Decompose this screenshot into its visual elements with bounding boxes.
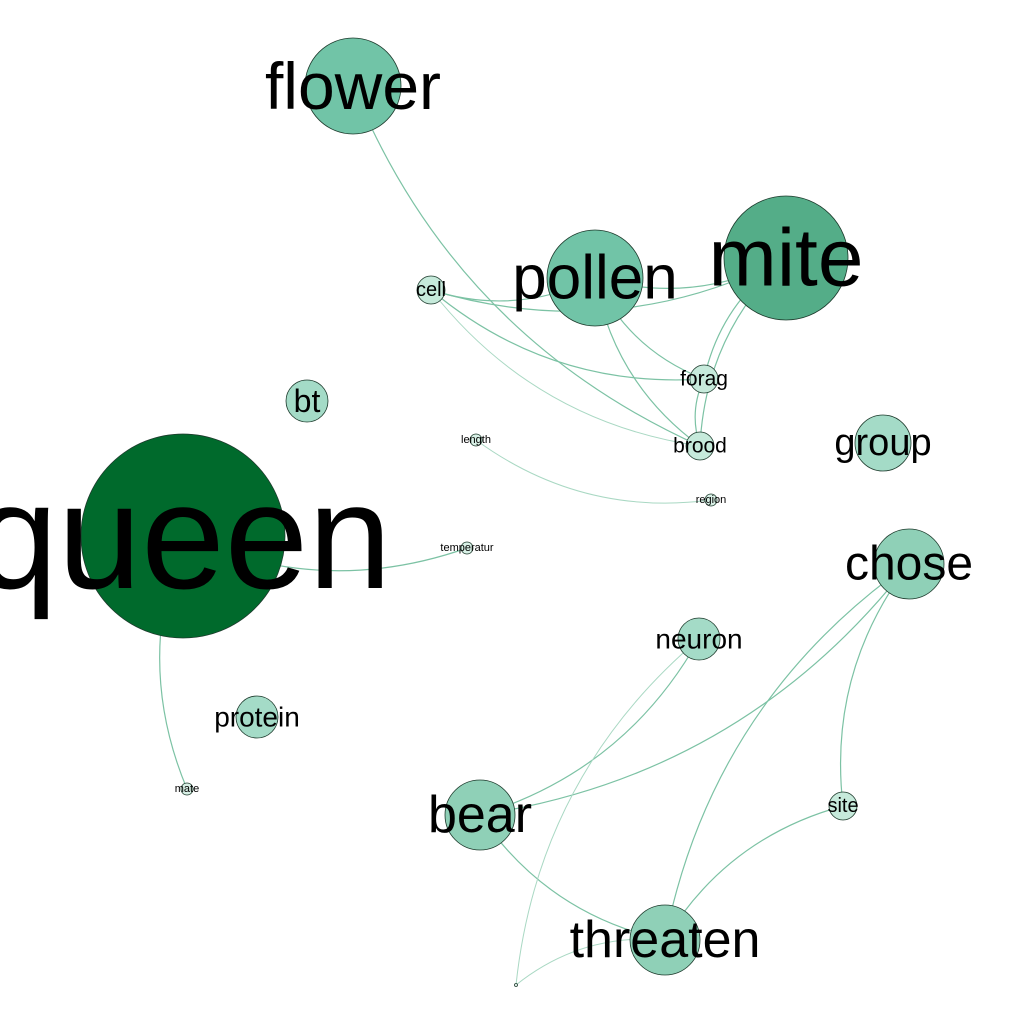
node-label-brood: brood (673, 435, 727, 458)
node-threaten[interactable] (629, 904, 701, 976)
edge-cell-brood (430, 289, 701, 447)
node-label-pollen: pollen (512, 244, 677, 313)
edge-chose-threaten (664, 563, 910, 941)
edge-bear-chose (479, 563, 910, 816)
node-label-cell: cell (416, 279, 446, 301)
node-label-site: site (827, 795, 858, 817)
labels-layer: queen mite flower pollen chose threaten bear gr… (0, 49, 973, 969)
node-forag[interactable] (689, 364, 719, 394)
node-bt[interactable] (285, 379, 329, 423)
node-label-threaten: threaten (570, 911, 761, 969)
node-protein[interactable] (235, 695, 279, 739)
node-flower[interactable] (304, 37, 402, 135)
edge-cell-forag (430, 289, 705, 381)
node-label-group: group (834, 422, 931, 464)
node-label-forag: forag (680, 368, 728, 391)
node-tiny[interactable] (514, 983, 518, 987)
edge-chose-site (839, 563, 910, 807)
node-pollen[interactable] (546, 229, 644, 327)
node-label-queen: queen (0, 452, 392, 620)
node-group[interactable] (854, 414, 912, 472)
node-label-chose: chose (845, 538, 973, 591)
node-label-length: length (461, 434, 491, 446)
node-label-bt: bt (294, 383, 321, 419)
node-label-bear: bear (428, 786, 532, 844)
node-chose[interactable] (873, 528, 945, 600)
node-label-neuron: neuron (655, 624, 742, 655)
edge-neuron-tiny (515, 638, 700, 986)
node-neuron[interactable] (677, 617, 721, 661)
node-label-protein: protein (214, 702, 300, 733)
node-temperatur[interactable] (460, 541, 474, 555)
node-mite[interactable] (723, 195, 849, 321)
node-label-mite: mite (709, 213, 864, 304)
node-region[interactable] (704, 493, 718, 507)
node-label-flower: flower (265, 49, 441, 123)
node-label-temperatur: temperatur (440, 542, 494, 554)
edge-bear-neuron (479, 638, 700, 816)
node-bear[interactable] (444, 779, 516, 851)
node-label-region: region (696, 494, 727, 506)
node-site[interactable] (828, 791, 858, 821)
node-cell[interactable] (416, 275, 446, 305)
nodes-layer (80, 37, 945, 987)
node-queen[interactable] (80, 433, 286, 639)
node-mate[interactable] (180, 782, 194, 796)
edge-length-region (475, 439, 712, 504)
node-length[interactable] (469, 433, 483, 447)
node-brood[interactable] (685, 431, 715, 461)
node-label-mate: mate (175, 783, 199, 795)
